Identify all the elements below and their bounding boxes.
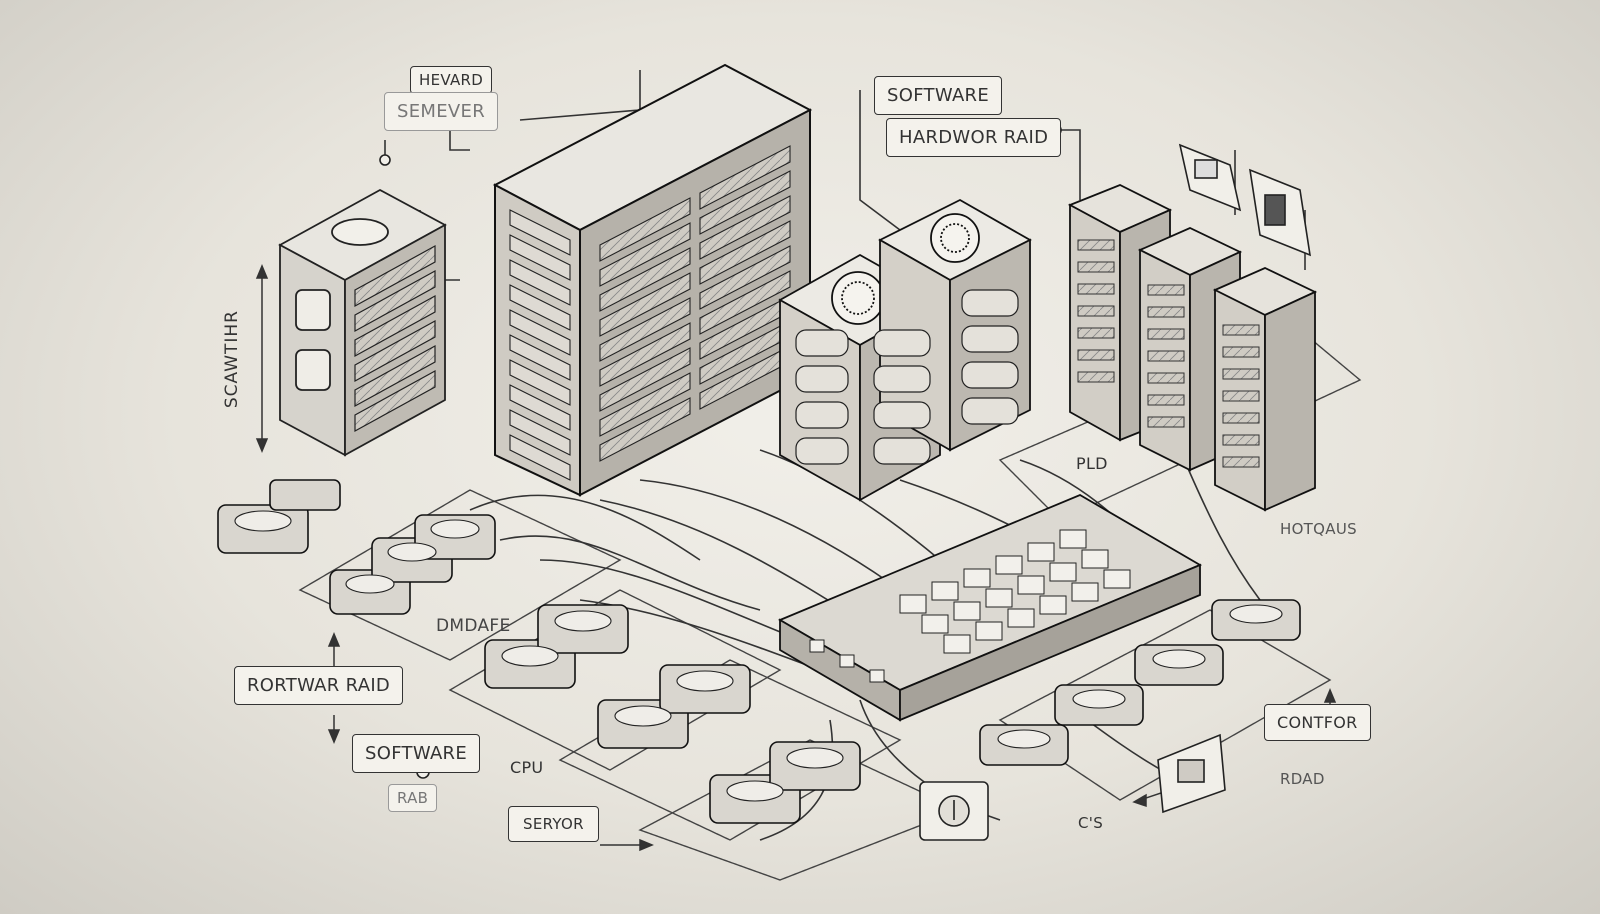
right-tower-bays <box>1077 239 1260 468</box>
label-hotqaus: HOTQAUS <box>1280 520 1357 538</box>
storage-unit-drives <box>795 289 1019 465</box>
label-software-top: SOFTWARE <box>874 76 1003 115</box>
dimension-arrows <box>255 264 1337 852</box>
label-hardwor-raid: HARDWOR RAID <box>886 118 1062 157</box>
label-scawtihr: SCAWTIHR <box>222 310 242 409</box>
label-contfor: CONTFOR <box>1264 704 1371 741</box>
label-semever: SEMEVER <box>384 92 498 131</box>
label-rab: RAB <box>388 784 438 812</box>
label-rortwar-raid: RORTWAR RAID <box>234 666 404 705</box>
main-rack-left-bays <box>509 209 571 481</box>
label-cpu: CPU <box>510 758 544 777</box>
bottom-icons <box>919 733 1226 841</box>
label-seryor: SERYOR <box>508 806 599 842</box>
label-software-bottom: SOFTWARE <box>352 734 481 773</box>
small-server-bays <box>354 244 436 433</box>
label-rdad: RDAD <box>1280 770 1325 788</box>
main-rack-front-bays <box>599 145 791 462</box>
label-hevard: HEVARD <box>410 66 493 94</box>
top-right-icon-boxes <box>1178 143 1312 257</box>
label-pld: PLD <box>1076 454 1108 473</box>
label-dmdafe: DMDAFE <box>436 616 511 636</box>
disk-platters <box>234 510 1283 802</box>
controller-chips <box>809 529 1131 683</box>
right-tower-3 <box>1212 267 1318 512</box>
label-cs: C'S <box>1078 814 1104 832</box>
